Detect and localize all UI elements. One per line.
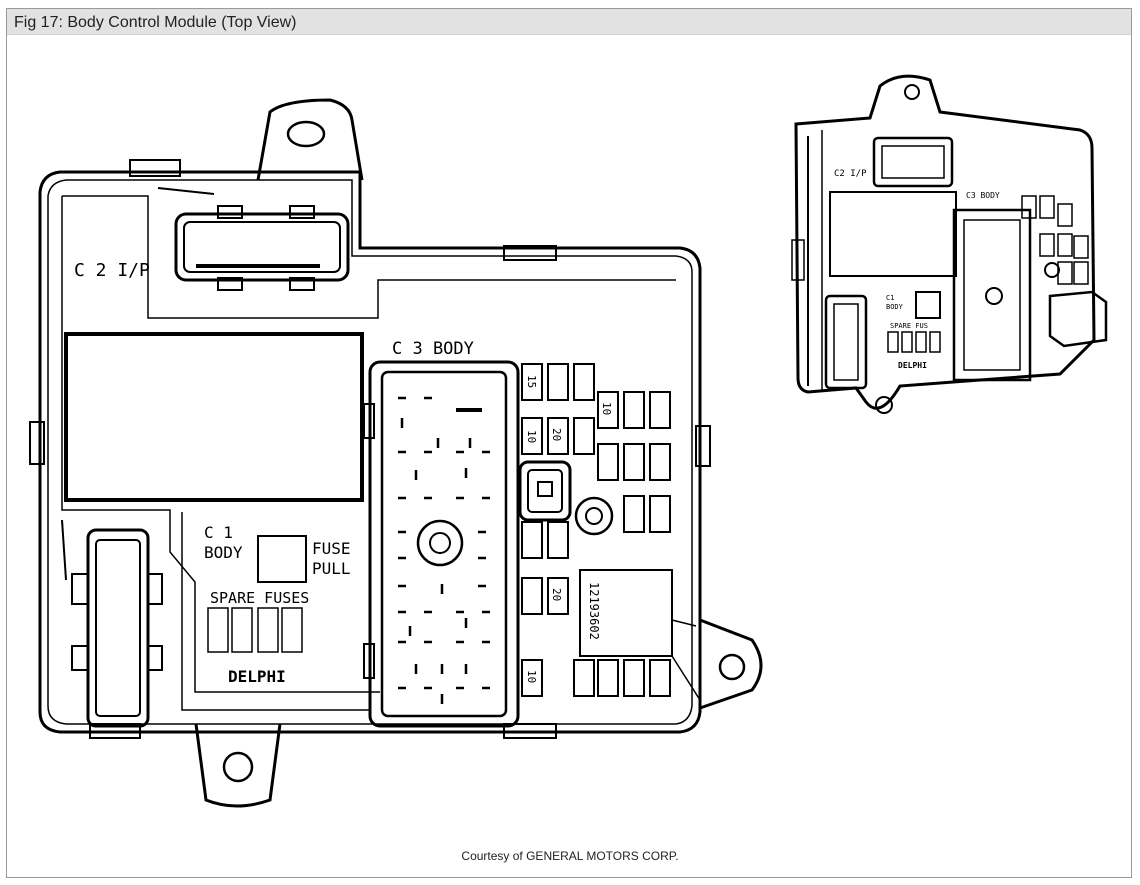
fuse-rating-20-lower: 20 xyxy=(550,588,563,601)
delphi-logo: DELPHI xyxy=(228,667,286,686)
iso-c3-label: C3 BODY xyxy=(966,191,1000,200)
iso-c1-label-line1: C1 xyxy=(886,294,894,302)
fuse-rating-10-right: 10 xyxy=(600,402,613,415)
fuse-pull-label-line1: FUSE xyxy=(312,539,351,558)
c2-label: C 2 I/P xyxy=(74,260,150,281)
iso-view-labels: C2 I/P C3 BODY C1 BODY SPARE FUS DELPHI xyxy=(834,169,1000,370)
fuse-rating-10-bottom: 10 xyxy=(525,670,538,683)
fuse-rating-20: 20 xyxy=(550,428,563,441)
c1-label-line2: BODY xyxy=(204,543,243,562)
figure-credit: Courtesy of GENERAL MOTORS CORP. xyxy=(461,849,679,863)
iso-spare-label: SPARE FUS xyxy=(890,322,928,330)
iso-c1-label-line2: BODY xyxy=(886,303,904,311)
part-number: 12193602 xyxy=(587,582,601,640)
c3-label: C 3 BODY xyxy=(392,339,474,359)
main-view-labels: C 2 I/P C 3 BODY C 1 BODY FUSE PULL SPAR… xyxy=(74,260,613,686)
c1-label-line1: C 1 xyxy=(204,523,233,542)
iso-delphi-logo: DELPHI xyxy=(898,361,927,370)
spare-fuses-label: SPARE FUSES xyxy=(210,589,309,607)
main-housing xyxy=(29,98,763,808)
figure-title: Fig 17: Body Control Module (Top View) xyxy=(14,14,297,31)
fuse-pull-label-line2: PULL xyxy=(312,559,351,578)
fuse-array xyxy=(521,363,671,697)
fuse-rating-10: 10 xyxy=(525,430,538,443)
fuse-rating-15: 15 xyxy=(525,375,538,388)
title-bar: Fig 17: Body Control Module (Top View) xyxy=(7,9,1131,35)
iso-c2-label: C2 I/P xyxy=(834,169,867,179)
iso-view xyxy=(791,74,1108,414)
